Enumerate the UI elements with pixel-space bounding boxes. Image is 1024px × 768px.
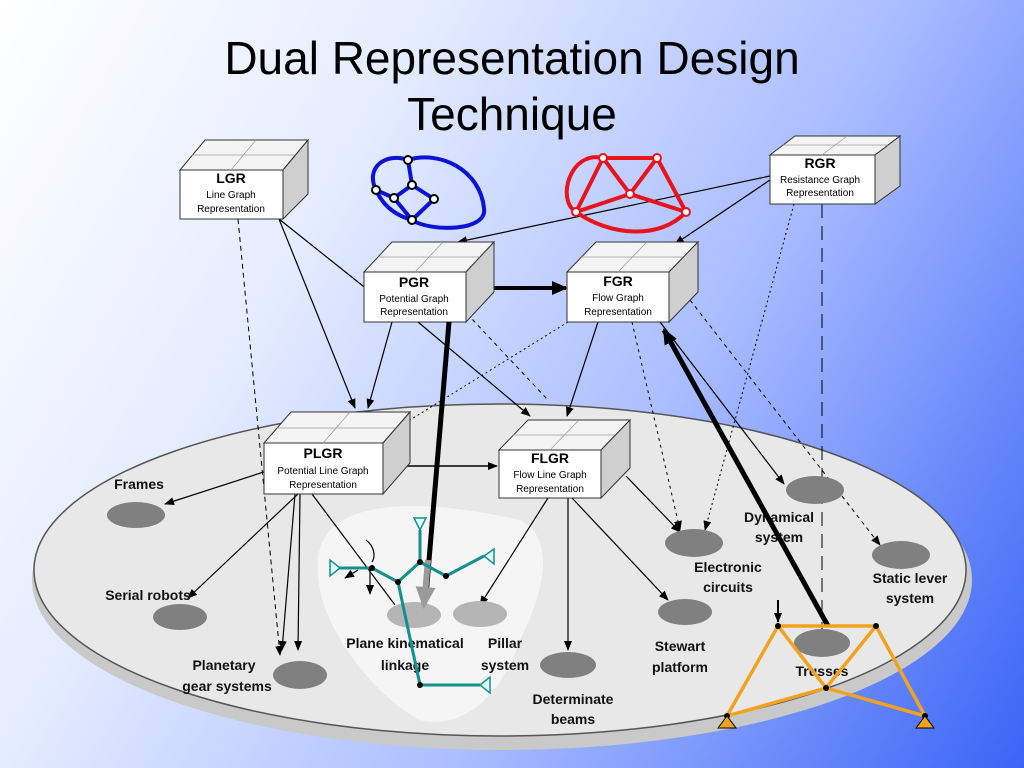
dashed-connectors	[237, 203, 881, 656]
pgr-to-linkage-arrow	[423, 321, 452, 597]
orange-truss-supports	[717, 715, 935, 729]
title-line-2: Technique	[407, 88, 617, 140]
trusses-to-fgr-arrow	[661, 328, 831, 628]
box-plgr: PLGR Potential Line Graph Representation	[262, 410, 412, 496]
label-electronic-1: Electronic	[694, 559, 762, 575]
lgr-line1: Line Graph	[206, 190, 255, 201]
box-fgr: FGR Flow Graph Representation	[565, 240, 700, 324]
label-static-lever-1: Static lever	[873, 570, 948, 586]
label-serial-robots: Serial robots	[105, 587, 191, 603]
blue-graph	[370, 155, 487, 230]
title-line-1: Dual Representation Design	[224, 32, 800, 84]
fgr-line2: Representation	[584, 307, 652, 318]
rgr-line2: Representation	[786, 188, 854, 199]
rgr-line1: Resistance Graph	[780, 175, 860, 186]
connectors	[164, 175, 785, 651]
fgr-abbr: FGR	[603, 273, 633, 289]
node-determinate	[540, 652, 596, 678]
teal-linkage	[340, 530, 485, 687]
pgr-line1: Potential Graph	[379, 294, 449, 305]
label-determinate-2: beams	[551, 711, 596, 727]
flgr-line2: Representation	[516, 484, 584, 495]
label-plane-2: linkage	[381, 657, 429, 673]
pgr-abbr: PGR	[399, 274, 429, 290]
linkage-input-arrows	[344, 539, 375, 595]
node-pillar	[453, 601, 507, 627]
node-plane-linkage	[387, 602, 441, 628]
box-flgr: FLGR Flow Line Graph Representation	[497, 418, 632, 500]
node-ellipses	[107, 476, 930, 689]
label-stewart-2: platform	[652, 659, 708, 675]
box-lgr: LGR Line Graph Representation	[178, 138, 310, 221]
label-stewart-1: Stewart	[655, 638, 706, 654]
teal-linkage-supports	[329, 517, 495, 695]
node-static-lever	[872, 541, 930, 569]
label-electronic-2: circuits	[703, 579, 753, 595]
orange-truss	[725, 624, 927, 718]
box-rgr: RGR Resistance Graph Representation	[768, 134, 902, 205]
red-graph	[564, 155, 688, 234]
lgr-abbr: LGR	[216, 170, 246, 186]
node-trusses	[794, 629, 850, 657]
blue-graph-nodes	[371, 155, 439, 225]
label-static-lever-2: system	[886, 590, 934, 606]
rgr-abbr: RGR	[804, 155, 835, 171]
node-frames	[107, 502, 165, 528]
plgr-abbr: PLGR	[304, 445, 343, 461]
flgr-abbr: FLGR	[531, 450, 569, 466]
slide-title: Dual Representation Design Technique	[0, 30, 1024, 142]
label-determinate-1: Determinate	[533, 691, 614, 707]
node-serial-robots	[153, 604, 207, 630]
red-graph-nodes	[571, 153, 691, 217]
label-dynamical-1: Dynamical	[744, 509, 814, 525]
plgr-line1: Potential Line Graph	[277, 466, 368, 477]
label-pillar-1: Pillar	[488, 635, 523, 651]
label-plane-1: Plane kinematical	[346, 635, 464, 651]
pgr-line2: Representation	[380, 307, 448, 318]
label-planetary-1: Planetary	[192, 657, 255, 673]
flgr-line1: Flow Line Graph	[513, 470, 586, 481]
plgr-line2: Representation	[289, 480, 357, 491]
box-pgr: PGR Potential Graph Representation	[362, 240, 496, 324]
label-pillar-2: system	[481, 657, 529, 673]
fgr-line1: Flow Graph	[592, 293, 644, 304]
label-frames: Frames	[114, 476, 164, 492]
lgr-line2: Representation	[197, 204, 265, 215]
node-electronic	[665, 529, 723, 557]
label-planetary-2: gear systems	[182, 678, 272, 694]
node-dynamical	[786, 476, 844, 504]
node-planetary	[273, 661, 327, 689]
node-stewart	[658, 599, 712, 625]
